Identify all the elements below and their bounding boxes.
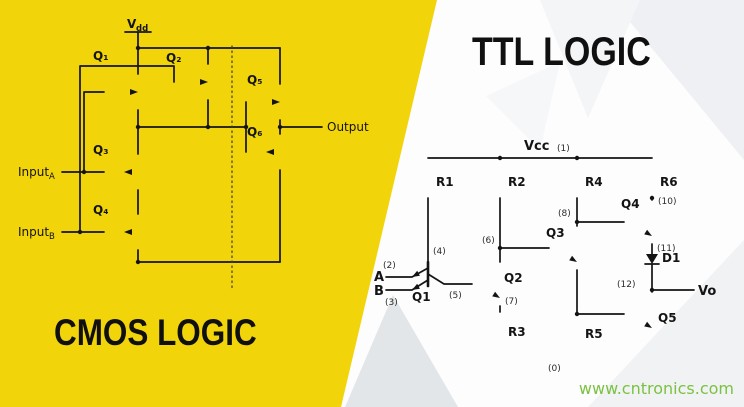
label-d1: D1 bbox=[662, 251, 680, 265]
node-label-12: (12) bbox=[617, 280, 635, 290]
vcc-label: Vcc bbox=[524, 139, 549, 154]
facet bbox=[588, 240, 744, 407]
label-q1: Q₁ bbox=[93, 49, 108, 63]
label-q3: Q₃ bbox=[93, 143, 108, 157]
vo-label: Vo bbox=[698, 284, 716, 299]
ttl-circuit bbox=[385, 155, 695, 367]
output-label: Output bbox=[327, 120, 369, 134]
transistor-q3-symbol bbox=[104, 154, 138, 190]
facet bbox=[345, 295, 458, 407]
q1-emitter-arrow bbox=[412, 270, 420, 277]
label-r6: R6 bbox=[660, 175, 678, 189]
transistor-q2-symbol bbox=[174, 64, 208, 100]
cmos-title: CMOS LOGIC bbox=[54, 312, 257, 353]
ttl-title: TTL LOGIC bbox=[472, 30, 651, 74]
label-q1: Q1 bbox=[412, 290, 431, 304]
node-label-8: (8) bbox=[558, 209, 571, 219]
q1-emitter-b bbox=[385, 279, 429, 291]
node-label-11: (11) bbox=[657, 244, 675, 254]
background-facets bbox=[345, 0, 744, 407]
label-r2: R2 bbox=[508, 175, 526, 189]
ground-icon bbox=[489, 352, 511, 365]
input-a-label: Input bbox=[18, 165, 49, 179]
label-q5: Q₅ bbox=[247, 73, 262, 87]
input-a-subscript: A bbox=[49, 172, 55, 182]
input-b-label: B bbox=[374, 284, 384, 299]
transistor-q4-symbol bbox=[104, 214, 138, 250]
resistor-r6-symbol bbox=[646, 158, 658, 198]
q1-emitter-arrow bbox=[412, 283, 420, 290]
label-r5: R5 bbox=[585, 327, 603, 341]
facet bbox=[612, 0, 744, 160]
transistor-q1-symbol bbox=[104, 74, 138, 110]
node-label-5: (5) bbox=[449, 291, 462, 301]
facet bbox=[486, 62, 560, 150]
ground-icon bbox=[566, 354, 588, 367]
transistor-q5-symbol bbox=[624, 292, 652, 336]
input-b-subscript: B bbox=[49, 232, 55, 242]
node-label-10: (10) bbox=[658, 197, 676, 207]
label-r4: R4 bbox=[585, 175, 603, 189]
resistor-r3-symbol bbox=[494, 312, 506, 352]
resistor-r2-symbol bbox=[494, 158, 506, 198]
cmos-labels: V dd Input A Input B Output Q₁ Q₂ Q₃ Q₄ … bbox=[18, 17, 369, 242]
diode-d1-symbol bbox=[646, 254, 658, 264]
wire-segment bbox=[83, 91, 105, 173]
watermark: www.cntronics.com bbox=[578, 379, 734, 398]
label-q5: Q5 bbox=[658, 311, 677, 325]
node-label-1: (1) bbox=[557, 144, 570, 154]
node-label-0: (0) bbox=[548, 364, 561, 374]
input-b-label: Input bbox=[18, 225, 49, 239]
transistor-q6-symbol bbox=[246, 134, 280, 170]
node-label-2: (2) bbox=[383, 261, 396, 271]
node-label-3: (3) bbox=[385, 298, 398, 308]
node-label-4: (4) bbox=[433, 247, 446, 257]
label-q4: Q₄ bbox=[93, 203, 108, 217]
node-label-6: (6) bbox=[482, 236, 495, 246]
label-q2: Q2 bbox=[504, 271, 523, 285]
facet bbox=[540, 0, 640, 118]
junction-dots bbox=[497, 155, 655, 317]
node-label-7: (7) bbox=[505, 297, 518, 307]
transistor-q5-symbol bbox=[246, 84, 280, 120]
resistor-r1-symbol bbox=[422, 158, 434, 198]
label-q4: Q4 bbox=[621, 197, 640, 211]
vdd-label: V bbox=[127, 17, 137, 31]
label-r3: R3 bbox=[508, 325, 526, 339]
ttl-labels: Vcc (1) R1 R2 R4 R6 R3 R5 A B Q1 Q2 Q3 Q… bbox=[374, 139, 716, 374]
label-r1: R1 bbox=[436, 175, 454, 189]
resistor-r5-symbol bbox=[571, 314, 583, 354]
label-q6: Q₆ bbox=[247, 125, 262, 139]
cmos-circuit bbox=[61, 31, 323, 289]
label-q3: Q3 bbox=[546, 226, 565, 240]
label-q2: Q₂ bbox=[166, 51, 181, 65]
vdd-subscript: dd bbox=[136, 24, 148, 34]
wire-segment bbox=[79, 65, 175, 233]
transistor-q2-symbol bbox=[472, 262, 500, 306]
junction-dots bbox=[77, 45, 283, 265]
input-a-label: A bbox=[374, 270, 384, 285]
resistor-r4-symbol bbox=[571, 158, 583, 198]
q1-collector bbox=[427, 273, 473, 285]
